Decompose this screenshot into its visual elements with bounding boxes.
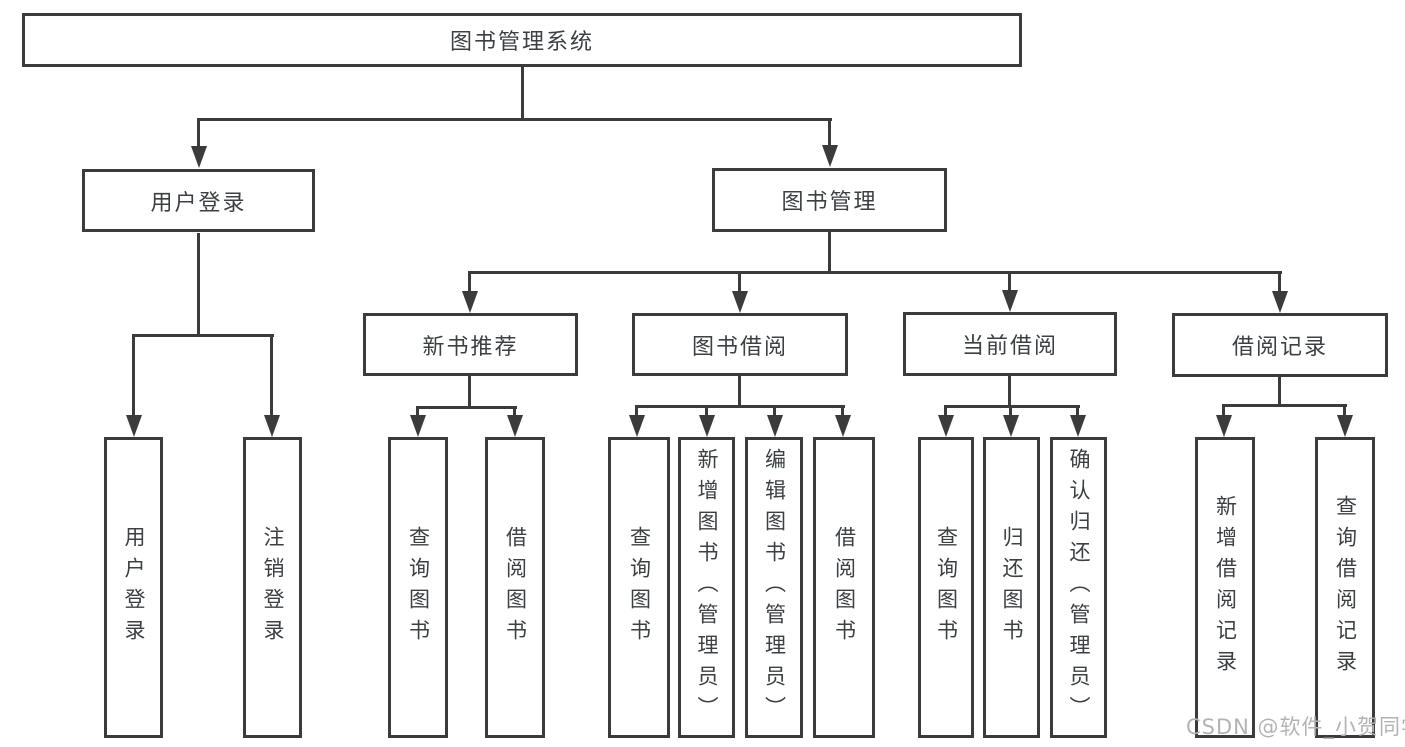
node-logout-action: 注销登录	[243, 437, 302, 738]
connector-line	[1278, 273, 1281, 295]
node-label: 借阅图书	[832, 525, 857, 650]
node-label: 新书推荐	[422, 334, 519, 360]
node-current-borrow: 当前借阅	[903, 312, 1117, 376]
connector-line	[635, 407, 638, 421]
connector-line	[944, 407, 947, 421]
node-label: 借阅记录	[1231, 335, 1328, 360]
node-new-book-rec: 新书推荐	[363, 313, 578, 376]
connector-line	[705, 407, 708, 421]
connector-line	[197, 233, 200, 336]
node-bb-edit-book: 编辑图书（管理员）	[745, 437, 803, 738]
connector-line	[635, 405, 845, 408]
connector-line	[468, 271, 1282, 274]
arrowhead-down-icon	[938, 415, 954, 437]
node-label: 用户登录	[122, 525, 146, 650]
connector-line	[132, 336, 135, 419]
node-user-login-action: 用户登录	[104, 437, 163, 738]
connector-line	[738, 376, 741, 407]
node-label: 新增图书（管理员）	[695, 448, 719, 727]
connector-line	[1076, 407, 1079, 421]
arrowhead-down-icon	[264, 415, 280, 437]
node-label: 注销登录	[261, 525, 285, 650]
node-label: 借阅图书	[503, 525, 528, 650]
watermark: CSDN @软件_小贺同学	[1186, 715, 1405, 739]
node-label: 查询图书	[406, 525, 431, 650]
node-br-query-record: 查询借阅记录	[1315, 437, 1375, 738]
connector-line	[416, 408, 419, 421]
node-book-mgmt: 图书管理	[712, 168, 947, 232]
connector-line	[773, 407, 776, 421]
node-label: 确认归还（管理员）	[1067, 448, 1091, 727]
node-label: 图书管理系统	[449, 30, 594, 55]
arrowhead-down-icon	[462, 291, 478, 313]
node-cb-return-book: 归还图书	[983, 437, 1040, 738]
node-label: 查询借阅记录	[1333, 494, 1358, 681]
connector-line	[416, 406, 517, 409]
node-bb-borrow-book: 借阅图书	[813, 437, 875, 738]
connector-line	[521, 67, 524, 120]
node-bb-add-book: 新增图书（管理员）	[678, 437, 735, 738]
connector-line	[468, 376, 471, 408]
connector-line	[828, 232, 831, 273]
node-label: 图书管理	[781, 190, 878, 215]
connector-line	[841, 407, 844, 421]
arrowhead-down-icon	[191, 146, 207, 168]
node-cb-confirm-return: 确认归还（管理员）	[1050, 437, 1107, 738]
arrowhead-down-icon	[410, 415, 426, 437]
node-bb-query-book: 查询图书	[608, 437, 670, 738]
connector-line	[1009, 407, 1012, 421]
node-borrow-record: 借阅记录	[1172, 313, 1388, 377]
arrowhead-down-icon	[822, 145, 838, 167]
connector-line	[1278, 377, 1281, 406]
connector-line	[944, 405, 1080, 408]
arrowhead-down-icon	[629, 415, 645, 437]
node-label: 当前借阅	[961, 334, 1058, 359]
connector-line	[1008, 273, 1011, 295]
arrowhead-down-icon	[1272, 291, 1288, 313]
arrowhead-down-icon	[126, 415, 142, 437]
connector-line	[132, 334, 274, 337]
node-root: 图书管理系统	[22, 13, 1022, 67]
connector-line	[1343, 406, 1346, 421]
node-label: 图书借阅	[691, 334, 788, 360]
node-label: 新增借阅记录	[1213, 494, 1238, 681]
arrowhead-down-icon	[1070, 415, 1086, 437]
connector-line	[197, 120, 200, 150]
node-label: 查询图书	[934, 525, 959, 650]
arrowhead-down-icon	[767, 415, 783, 437]
connector-line	[270, 336, 273, 419]
arrowhead-down-icon	[1002, 290, 1018, 312]
connector-line	[828, 120, 831, 150]
connector-line	[738, 273, 741, 295]
node-rec-borrow-book: 借阅图书	[485, 437, 545, 738]
node-label: 编辑图书（管理员）	[762, 448, 787, 727]
connector-line	[1222, 404, 1347, 407]
connector-line	[468, 273, 471, 295]
node-label: 查询图书	[627, 525, 652, 650]
arrowhead-down-icon	[1216, 415, 1232, 437]
arrowhead-down-icon	[835, 415, 851, 437]
arrowhead-down-icon	[699, 415, 715, 437]
connector-line	[513, 408, 516, 421]
node-user-login: 用户登录	[82, 169, 315, 232]
connector-line	[1222, 406, 1225, 421]
arrowhead-down-icon	[1337, 415, 1353, 437]
node-br-add-record: 新增借阅记录	[1195, 437, 1255, 738]
node-cb-query-book: 查询图书	[918, 437, 974, 738]
arrowhead-down-icon	[507, 415, 523, 437]
connector-line	[197, 118, 832, 121]
node-rec-query-book: 查询图书	[388, 437, 448, 738]
node-label: 归还图书	[1000, 525, 1024, 650]
arrowhead-down-icon	[1003, 415, 1019, 437]
node-label: 用户登录	[150, 190, 247, 216]
arrowhead-down-icon	[732, 291, 748, 313]
node-book-borrow: 图书借阅	[632, 313, 848, 376]
connector-line	[1008, 376, 1011, 407]
